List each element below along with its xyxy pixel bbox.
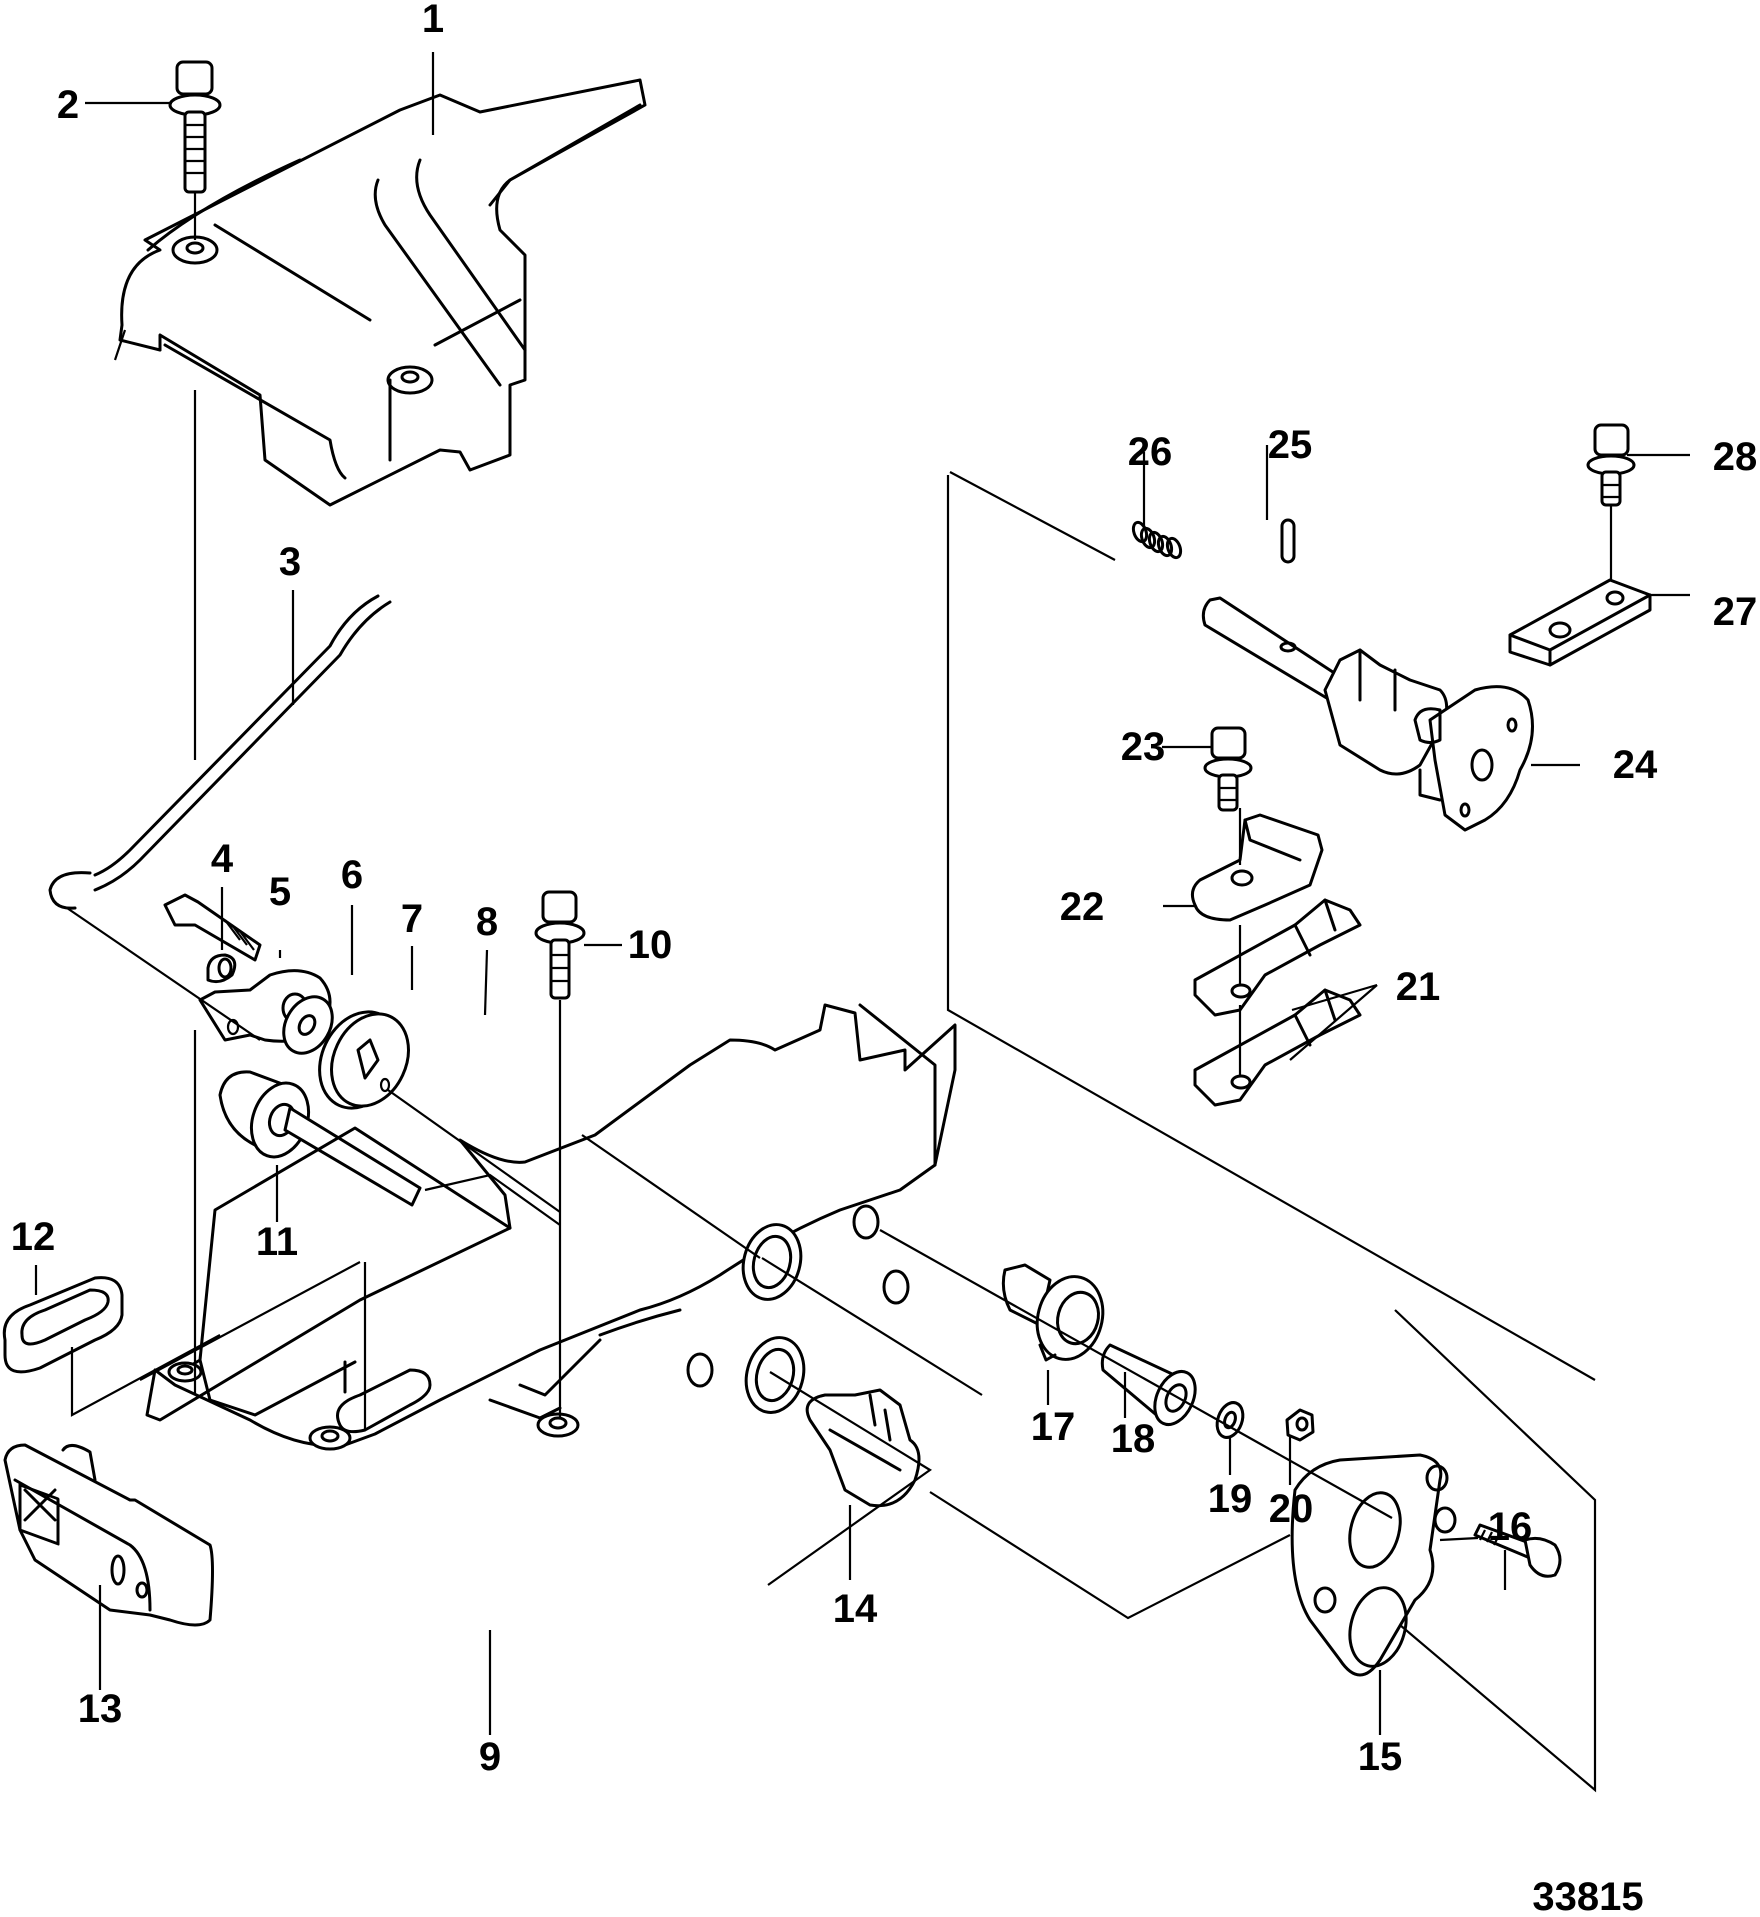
callout-10: 10: [628, 923, 673, 967]
callout-1: 1: [422, 0, 444, 41]
part-5-spacer[interactable]: [206, 953, 237, 984]
part-7-washer[interactable]: [274, 988, 342, 1062]
leader-lines: [34, 52, 1690, 1735]
part-2-bolt[interactable]: [168, 60, 222, 240]
part-4-bolt[interactable]: [163, 893, 262, 962]
part-21-clip-lower[interactable]: [1193, 988, 1362, 1107]
part-19-washer[interactable]: [1213, 1399, 1248, 1441]
callout-labels: 1 2 3 4 5 6 7 8 9 10 11 12 13 14 15 16 1…: [11, 0, 1758, 1917]
part-16-bolt[interactable]: [1473, 1523, 1562, 1578]
part-25-pin[interactable]: [1280, 518, 1296, 564]
part-28-bolt[interactable]: [1586, 423, 1636, 507]
callout-13: 13: [78, 1687, 123, 1731]
part-20-nut[interactable]: [1285, 1408, 1315, 1442]
callout-5: 5: [269, 870, 291, 914]
part-13-switch-cover[interactable]: [3, 1443, 214, 1627]
callout-18: 18: [1111, 1417, 1156, 1461]
callout-12: 12: [11, 1215, 56, 1259]
callout-14: 14: [833, 1587, 878, 1631]
callout-24: 24: [1613, 743, 1658, 787]
part-10-bolt[interactable]: [534, 890, 586, 1000]
callout-17: 17: [1031, 1405, 1076, 1449]
callout-15: 15: [1358, 1735, 1403, 1779]
callout-21: 21: [1396, 965, 1441, 1009]
part-26-spring[interactable]: [1131, 520, 1183, 560]
part-8-pulley[interactable]: [304, 999, 422, 1122]
callout-9: 9: [479, 1735, 501, 1779]
callout-19: 19: [1208, 1477, 1253, 1521]
part-24-shaft-assembly[interactable]: [1201, 596, 1534, 832]
part-14-cam[interactable]: [805, 1388, 921, 1508]
part-21-clip-upper[interactable]: [1193, 898, 1362, 1017]
part-17-bushing[interactable]: [1001, 1263, 1111, 1367]
callout-3: 3: [279, 540, 301, 584]
assembly-lines: [66, 390, 1613, 1793]
callout-26: 26: [1128, 430, 1173, 474]
callout-25: 25: [1268, 423, 1313, 467]
part-23-bolt[interactable]: [1203, 726, 1253, 812]
part-3-link-rod[interactable]: [48, 594, 392, 910]
callout-7: 7: [401, 897, 423, 941]
part-15-plate[interactable]: [1290, 1453, 1457, 1677]
part-1-cover[interactable]: [113, 78, 647, 507]
part-27-plate[interactable]: [1508, 578, 1652, 667]
callout-4: 4: [211, 837, 234, 881]
callout-6: 6: [341, 853, 363, 897]
part-11-shaft[interactable]: [218, 1070, 422, 1207]
callout-23: 23: [1121, 725, 1166, 769]
part-18-sleeve[interactable]: [1100, 1343, 1203, 1431]
drawing-number: 33815: [1532, 1875, 1643, 1917]
callout-28: 28: [1713, 435, 1758, 479]
part-12-grommet[interactable]: [2, 1276, 124, 1374]
callout-16: 16: [1488, 1505, 1533, 1549]
callout-22: 22: [1060, 885, 1105, 929]
callout-8: 8: [476, 900, 498, 944]
callout-20: 20: [1269, 1487, 1314, 1531]
callout-27: 27: [1713, 590, 1758, 634]
part-22-retainer[interactable]: [1190, 813, 1324, 922]
callout-2: 2: [57, 83, 79, 127]
callout-11: 11: [256, 1220, 298, 1264]
